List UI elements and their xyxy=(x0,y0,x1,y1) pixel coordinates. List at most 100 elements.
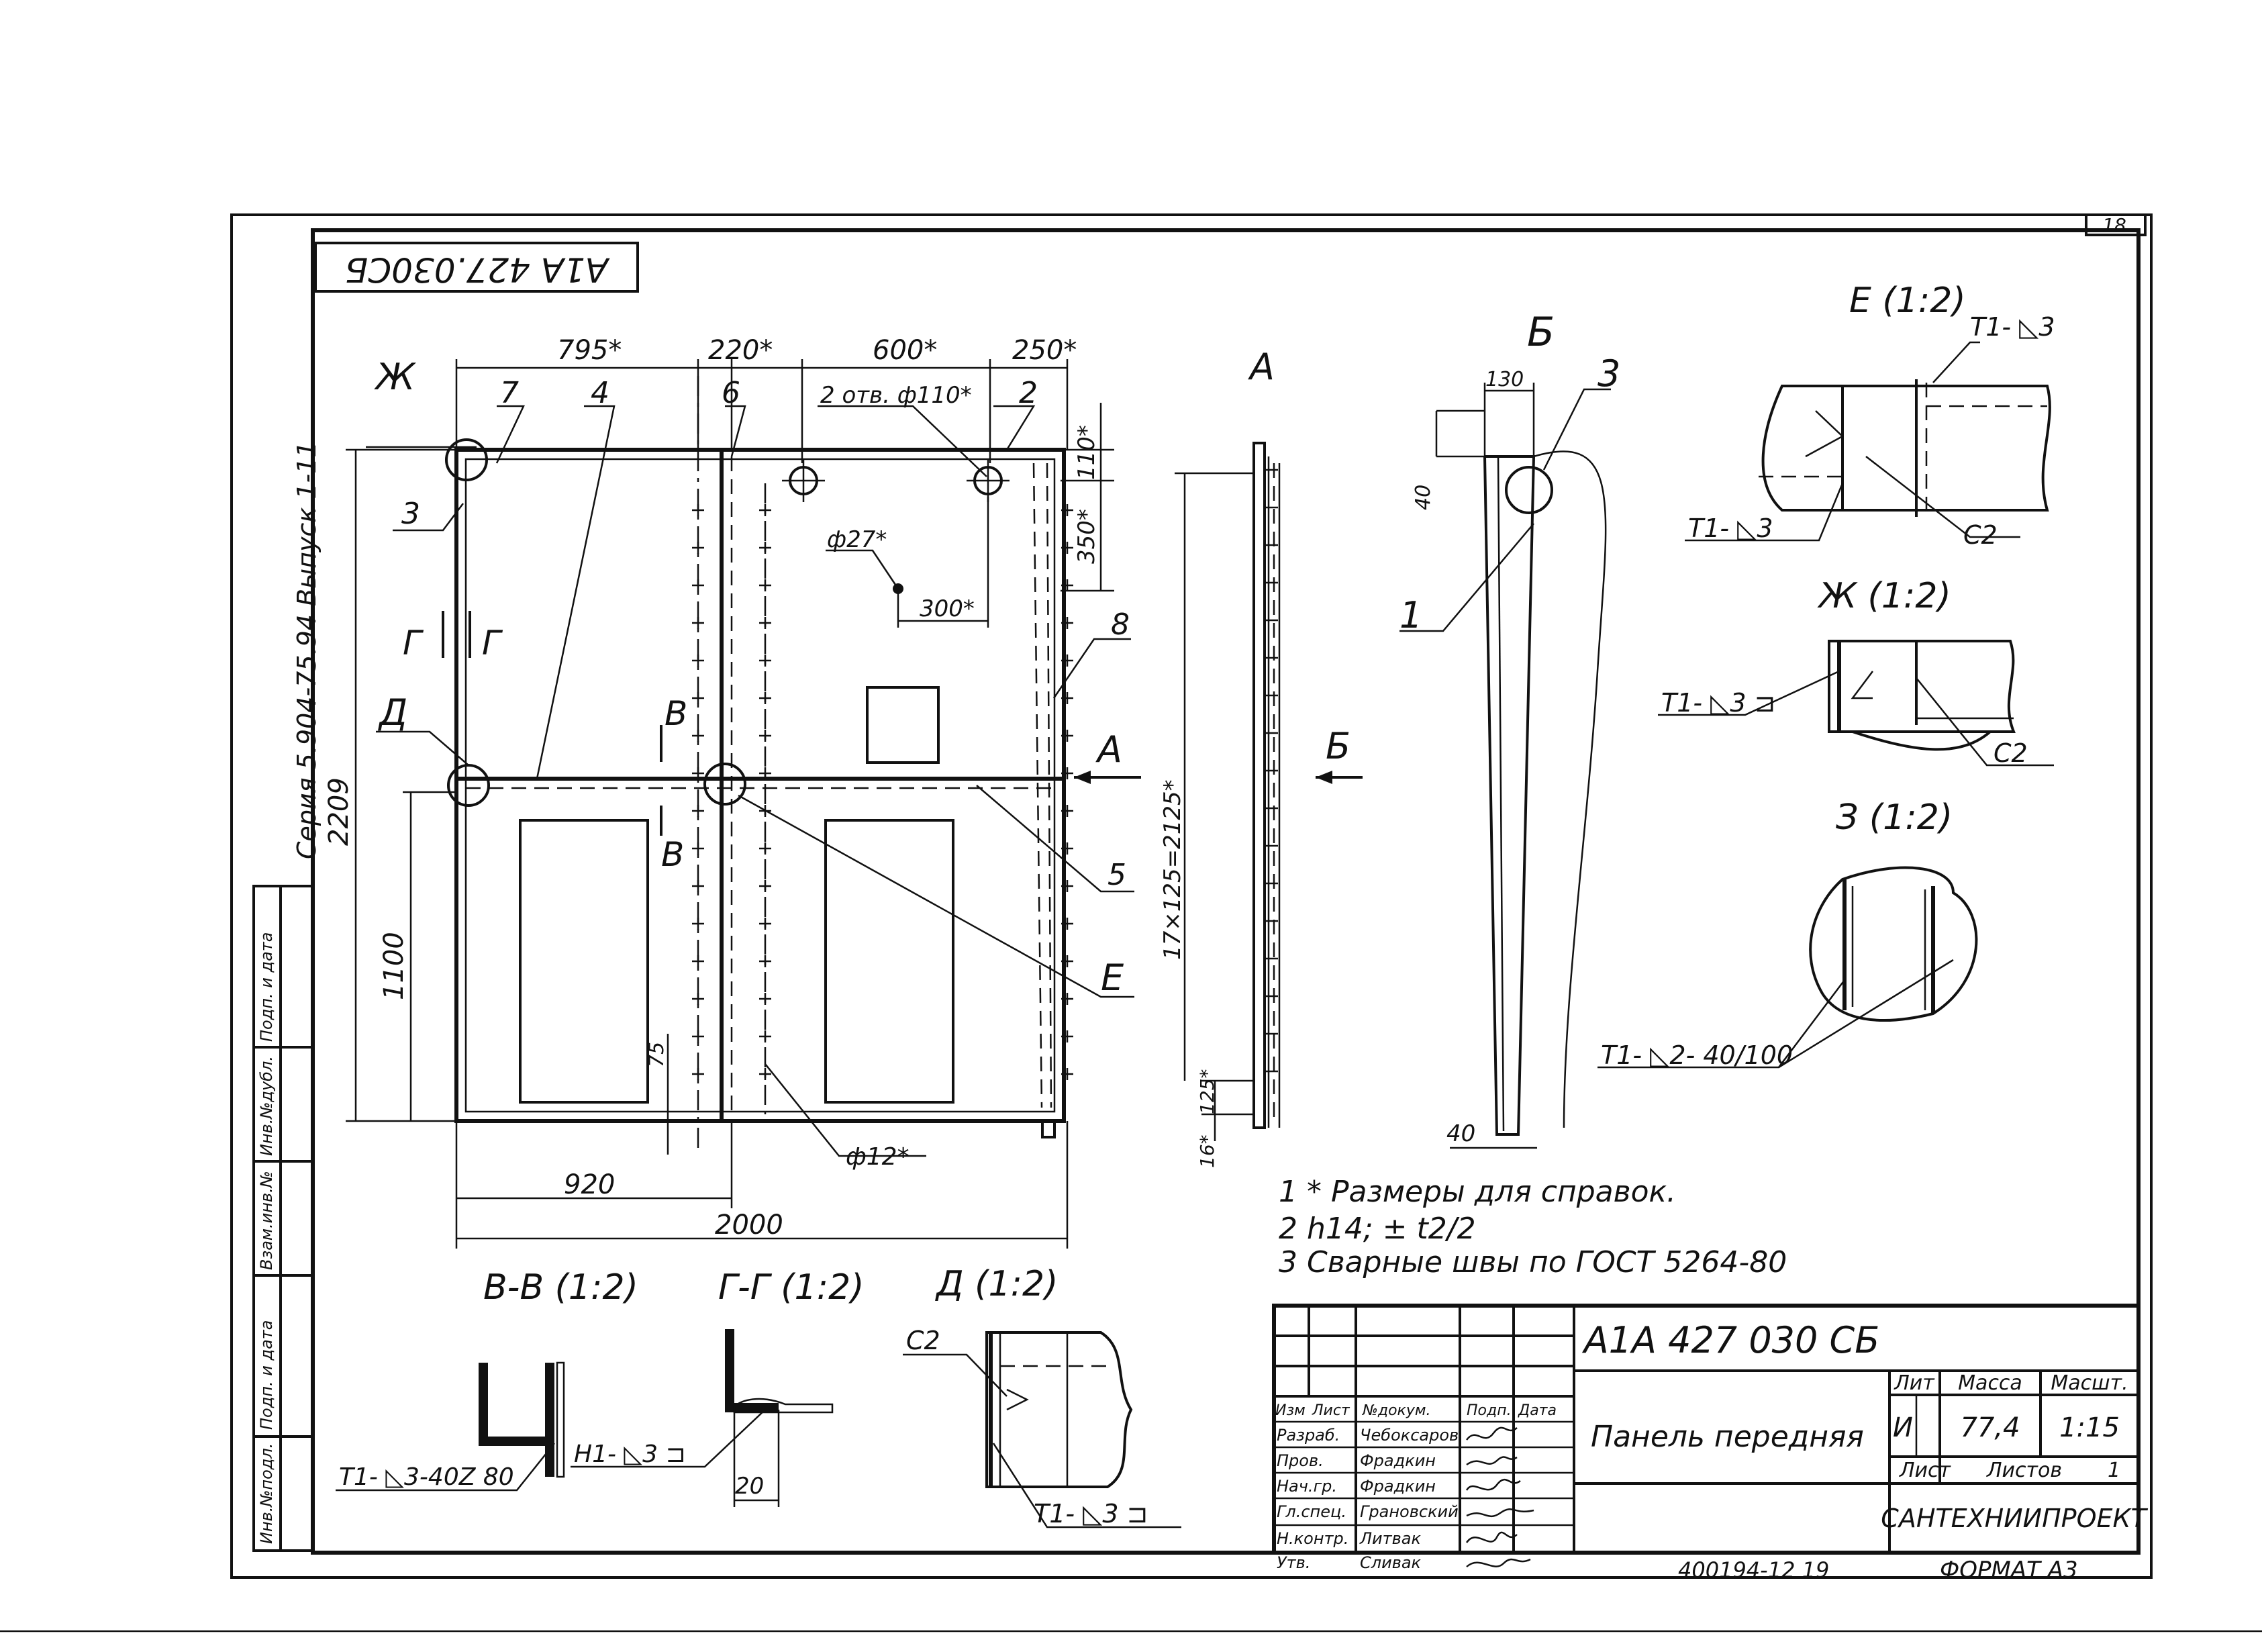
code-stamp-box xyxy=(314,242,639,293)
svg-text:Сливак: Сливак xyxy=(1360,1553,1422,1572)
panel-outline xyxy=(454,448,1066,1123)
bolt-hole-mark xyxy=(692,692,704,704)
organization: САНТЕХНИИПРОЕКТ xyxy=(1881,1504,2148,1533)
section-mark-v-bottom: В xyxy=(661,835,684,874)
bolt-hole-mark xyxy=(692,767,704,779)
bolt-hole-mark xyxy=(692,542,704,554)
mass-value: 77,4 xyxy=(1960,1412,2020,1443)
svg-text:Лист: Лист xyxy=(1312,1402,1350,1419)
sheet-number-box xyxy=(2085,213,2147,236)
callout-6: 6 xyxy=(722,376,740,410)
detail-d-weld: Т1- ◺3 ⊐ xyxy=(1034,1499,1148,1528)
bolt-hole-mark xyxy=(759,617,771,629)
bolt-hole-mark xyxy=(1061,880,1073,892)
series-label: Серия 5.904-75.94 Выпуск 1-11 xyxy=(292,441,322,859)
svg-text:Дата: Дата xyxy=(1518,1402,1557,1419)
section-vv-weld: Т1- ◺3-40Z 80 xyxy=(339,1463,514,1491)
bolt-hole-mark xyxy=(692,1030,704,1042)
svg-text:Взам.инв.№: Взам.инв.№ xyxy=(257,1171,276,1270)
bolt-hole-mark xyxy=(692,955,704,967)
bolt-hole-mark xyxy=(759,1030,771,1042)
node-label-zh: Ж xyxy=(374,356,417,398)
bolt-hole-mark xyxy=(759,692,771,704)
callout-e: Е xyxy=(1101,957,1124,999)
detail-zh: Ж (1:2) Т1- ◺3 ⊐ С2 xyxy=(1658,576,2054,768)
section-mark-g-right: Г xyxy=(482,624,503,663)
svg-text:Чебоксаров: Чебоксаров xyxy=(1360,1426,1459,1445)
bolt-hole-mark xyxy=(759,579,771,591)
bolt-hole-mark xyxy=(1061,542,1073,554)
svg-text:Пров.: Пров. xyxy=(1277,1451,1324,1470)
section-vv: В-В (1:2) Т1- ◺3-40Z 80 xyxy=(336,1267,638,1492)
opening-left xyxy=(519,819,649,1104)
svg-text:Подп. и дата: Подп. и дата xyxy=(257,1320,276,1430)
note-hole-12: ф12* xyxy=(846,1143,909,1171)
svg-text:Нач.гр.: Нач.гр. xyxy=(1277,1477,1337,1496)
svg-text:Разраб.: Разраб. xyxy=(1277,1426,1340,1445)
dim-600: 600* xyxy=(873,335,937,366)
dim-2209: 2209 xyxy=(324,777,354,846)
detail-e-title: Е (1:2) xyxy=(1849,281,1966,321)
note-holes-110: 2 отв. ф110* xyxy=(820,382,972,409)
bolt-hole-marks xyxy=(692,504,1073,1080)
dim-795: 795* xyxy=(557,335,622,366)
node-e-circle xyxy=(703,763,746,806)
bolt-hole-mark xyxy=(1061,1068,1073,1080)
lit-label: Лит xyxy=(1894,1371,1935,1395)
bolt-hole-mark xyxy=(759,542,771,554)
bolt-hole-mark xyxy=(692,504,704,516)
bolt-hole-mark xyxy=(1061,1030,1073,1042)
bolt-hole-mark xyxy=(692,1068,704,1080)
section-vv-title: В-В (1:2) xyxy=(483,1267,638,1308)
section-mark-v-top: В xyxy=(665,694,687,733)
svg-text:Инв.№подл.: Инв.№подл. xyxy=(257,1443,276,1544)
svg-text:Литвак: Литвак xyxy=(1359,1529,1421,1548)
callout-3: 3 xyxy=(401,497,420,531)
detail-zh-title: Ж (1:2) xyxy=(1817,576,1951,616)
note-hole-27: ф27* xyxy=(827,526,887,553)
dim-1100: 1100 xyxy=(379,932,409,1000)
view-b-title: Б xyxy=(1527,309,1555,356)
bolt-hole-mark xyxy=(1061,692,1073,704)
bolt-hole-mark xyxy=(692,579,704,591)
dim-110: 110* xyxy=(1073,425,1100,480)
callout-4: 4 xyxy=(591,376,609,410)
detail-z: З (1:2) Т1- ◺2- 40/100 xyxy=(1597,797,1978,1070)
code-stamp: А1А 427.030СБ xyxy=(345,250,610,289)
section-mark-g-left: Г xyxy=(403,624,424,663)
section-gg-weld: Н1- ◺3 ⊐ xyxy=(574,1441,686,1468)
svg-text:Грановский: Грановский xyxy=(1360,1502,1459,1521)
view-b-dim-130: 130 xyxy=(1485,368,1524,391)
bolt-hole-mark xyxy=(692,654,704,667)
sheet-label: Лист xyxy=(1899,1459,1952,1482)
callout-7: 7 xyxy=(500,376,519,410)
left-signature-strip: Инв.№подл. Подп. и дата Взам.инв.№ Инв.№… xyxy=(252,885,314,1552)
detail-e: Е (1:2) Т1- ◺3 Т1- ◺3 С2 xyxy=(1685,281,2055,550)
detail-zh-c2: С2 xyxy=(1994,738,2028,768)
section-gg: Г-Г (1:2) Н1- ◺3 ⊐ 20 xyxy=(571,1267,865,1507)
view-b-dim-40-bottom: 40 xyxy=(1446,1120,1475,1147)
bolt-hole-mark xyxy=(1061,504,1073,516)
bolt-hole-mark xyxy=(1061,805,1073,817)
detail-e-weld-top: Т1- ◺3 xyxy=(1970,312,2055,342)
svg-text:Фрадкин: Фрадкин xyxy=(1360,1451,1436,1470)
front-view xyxy=(445,376,1066,1155)
detail-d: Д (1:2) С2 Т1- ◺3 ⊐ xyxy=(903,1264,1181,1528)
view-a-dim-125: 125* xyxy=(1196,1069,1218,1114)
dim-75: 75 xyxy=(645,1042,669,1067)
dim-920: 920 xyxy=(564,1169,615,1200)
view-b-dim-40-top: 40 xyxy=(1412,485,1435,510)
bolt-hole-mark xyxy=(759,504,771,516)
detail-z-title: З (1:2) xyxy=(1836,797,1953,838)
sheets-label: Листов xyxy=(1986,1459,2062,1482)
outer-frame xyxy=(230,213,2153,1579)
bolt-hole-mark xyxy=(692,730,704,742)
detail-d-c2: С2 xyxy=(906,1326,940,1355)
view-a-ticks xyxy=(1265,469,1278,1073)
dim-350: 350* xyxy=(1073,509,1100,564)
svg-text:Гл.спец.: Гл.спец. xyxy=(1277,1502,1346,1521)
svg-text:Б: Б xyxy=(1326,725,1350,767)
bolt-hole-mark xyxy=(692,918,704,930)
bolt-hole-mark xyxy=(1061,918,1073,930)
bolt-hole-mark xyxy=(1061,654,1073,667)
